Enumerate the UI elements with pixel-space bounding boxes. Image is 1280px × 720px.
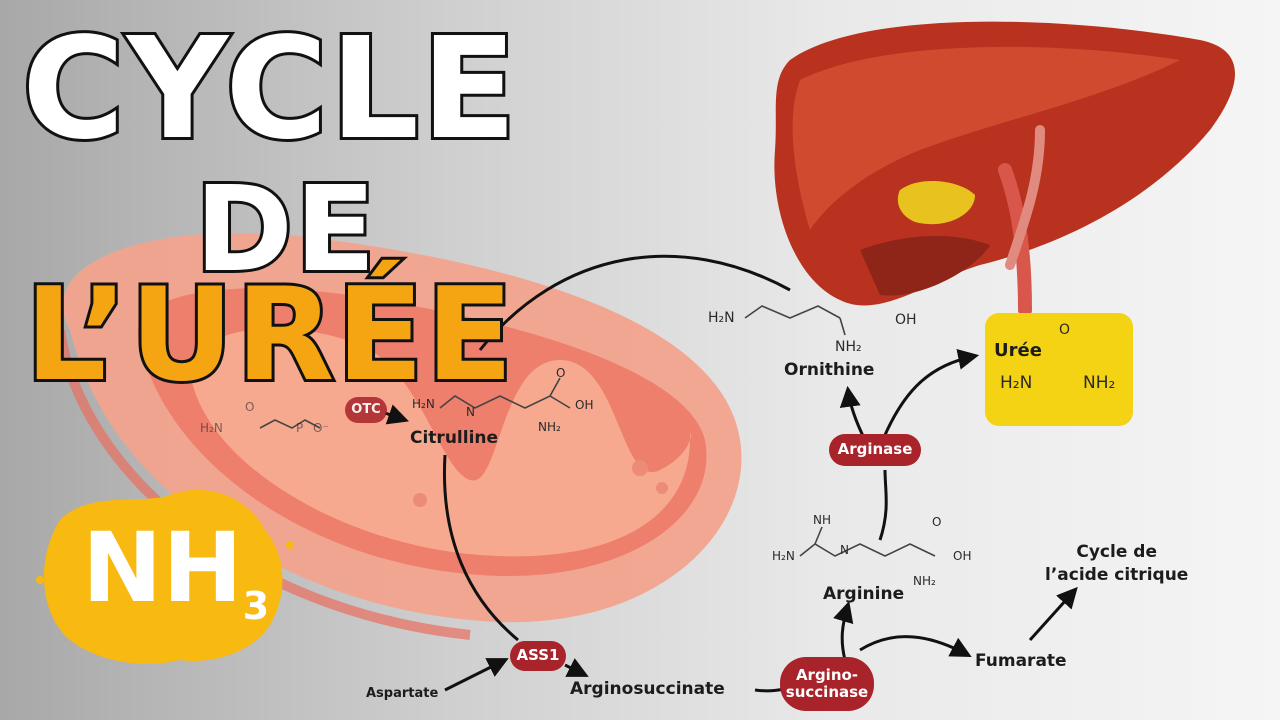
pathway-arrows [384, 254, 1078, 693]
carbamoyl-p: P [296, 421, 304, 435]
arginine-label: Arginine [823, 584, 905, 604]
uree-oxygen: O [1059, 322, 1071, 338]
enzyme-arginosuccinase: Argino- succinase [780, 657, 874, 711]
enzyme-arginase: Arginase [829, 434, 921, 466]
arginine-h2n: H₂N [772, 549, 795, 563]
enzyme-otc: OTC [345, 397, 387, 423]
uree-box [985, 313, 1133, 426]
arginine-nh: NH [813, 513, 831, 527]
citrulline-n: N [466, 405, 475, 419]
arginine-oh: OH [953, 549, 972, 563]
ornithine-h2n: H₂N [708, 310, 735, 326]
aspartate-label: Aspartate [366, 686, 439, 701]
carbamoyl-h2n: H₂N [200, 421, 223, 435]
citrulline-h2n: H₂N [412, 397, 435, 411]
nh3-badge-blob [36, 489, 294, 664]
carbamoyl-o: O [245, 400, 255, 414]
ornithine-oh: OH [895, 312, 917, 328]
liver-illustration [774, 21, 1235, 317]
carbamoyl-ominus: O⁻ [313, 421, 329, 435]
title-luree: L’URÉE [22, 261, 516, 410]
citric-cycle-label: Cycle de l’acide citrique [1045, 542, 1189, 585]
uree-h2n: H₂N [1000, 373, 1033, 393]
citrulline-o: O [556, 366, 566, 380]
arginosuccinate-label: Arginosuccinate [570, 679, 725, 699]
uree-label: Urée [994, 340, 1042, 361]
arginine-o: O [932, 515, 942, 529]
fumarate-label: Fumarate [975, 651, 1067, 671]
citrulline-oh: OH [575, 398, 594, 412]
title-cycle: CYCLE [19, 8, 520, 171]
arginine-n: N [840, 543, 849, 557]
nh3-subscript: 3 [242, 584, 270, 628]
ornithine-label: Ornithine [784, 360, 875, 380]
ornithine-nh2: NH₂ [835, 339, 862, 355]
citrulline-nh2: NH₂ [538, 420, 561, 434]
molecule-skeletons [259, 305, 1059, 557]
uree-nh2: NH₂ [1083, 373, 1116, 393]
citrulline-label: Citrulline [410, 428, 499, 448]
nh3-badge-text: NH3 [82, 520, 269, 625]
nh3-main: NH [82, 512, 243, 624]
enzyme-ass1: ASS1 [510, 641, 566, 671]
title-de: DE [192, 160, 379, 298]
arginine-nh2: NH₂ [913, 574, 936, 588]
